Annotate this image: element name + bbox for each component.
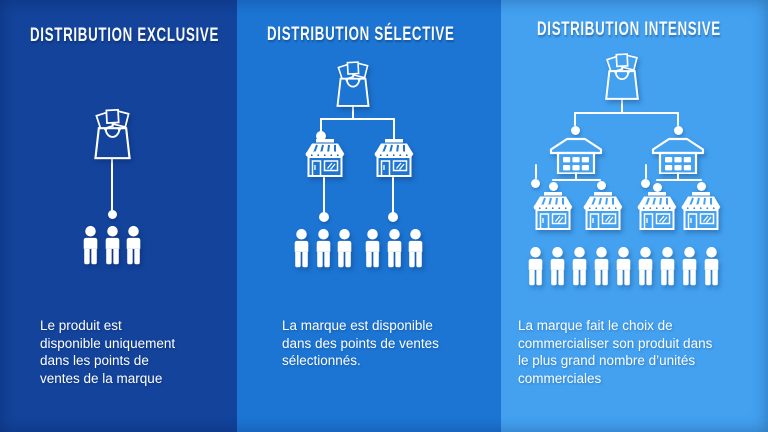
shopping-bag-icon (603, 53, 641, 100)
consumer-icon (615, 246, 632, 287)
connector-line (393, 118, 395, 140)
warehouse-icon (548, 136, 604, 174)
connector-line (392, 177, 394, 213)
consumer-icon (336, 228, 353, 269)
connection-node (548, 181, 558, 191)
connector-line (320, 118, 395, 120)
connection-node (319, 212, 329, 222)
store-icon (371, 139, 417, 177)
consumer-icon (549, 246, 566, 287)
consumer-icon (703, 246, 720, 287)
consumer-icon (364, 228, 381, 269)
connector-line (677, 112, 679, 126)
store-icon (678, 192, 724, 230)
connection-node (531, 178, 540, 188)
connector-line (323, 177, 325, 213)
connector-line (352, 104, 354, 120)
connection-node (316, 130, 326, 141)
store-icon (302, 139, 348, 177)
connection-node (570, 125, 580, 135)
connection-node (388, 212, 398, 222)
column-description: La marque fait le choix de commercialise… (518, 318, 713, 386)
consumers-row (82, 225, 142, 266)
column-title: DISTRIBUTION EXCLUSIVE (30, 25, 220, 46)
column-distribution-exclusive: DISTRIBUTION EXCLUSIVE Le produit est di… (0, 0, 237, 432)
consumer-icon (527, 246, 544, 287)
store-icon (580, 192, 626, 230)
consumer-icon (407, 228, 424, 269)
consumer-icon (293, 228, 310, 269)
store-icon (634, 192, 680, 230)
connector-line (574, 112, 576, 126)
connector-line (621, 98, 623, 114)
consumer-icon (125, 225, 142, 266)
consumers-row (293, 228, 353, 269)
shopping-bag-icon (93, 108, 132, 160)
column-description: La marque est disponible dans des points… (282, 318, 439, 368)
store-icon (530, 192, 576, 230)
column-distribution-selective: DISTRIBUTION SÉLECTIVE La marque est dis… (237, 0, 501, 432)
connection-node (107, 209, 117, 219)
consumer-icon (659, 246, 676, 287)
connector-line (320, 118, 322, 133)
consumers-row (527, 246, 720, 287)
connector-line (656, 179, 702, 181)
connector-line (111, 158, 113, 211)
consumer-icon (104, 225, 121, 266)
column-distribution-intensive: DISTRIBUTION INTENSIVE (501, 0, 768, 432)
connection-node (596, 180, 606, 190)
consumer-icon (637, 246, 654, 287)
consumer-icon (315, 228, 332, 269)
connection-node (652, 182, 662, 192)
connection-node (696, 181, 706, 191)
connector-line (677, 172, 679, 181)
connection-node (641, 178, 650, 188)
consumer-icon (681, 246, 698, 287)
column-title: DISTRIBUTION INTENSIVE (537, 19, 721, 40)
connector-line (575, 172, 577, 181)
consumer-icon (386, 228, 403, 269)
consumer-icon (82, 225, 99, 266)
warehouse-icon (650, 136, 706, 174)
connector-line (644, 164, 647, 179)
column-title: DISTRIBUTION SÉLECTIVE (267, 24, 455, 45)
column-description: Le produit est disponible uniquement dan… (40, 318, 176, 386)
consumers-row (364, 228, 424, 269)
shopping-bag-icon (334, 61, 372, 107)
connector-line (552, 179, 601, 181)
connector-line (534, 164, 537, 179)
consumer-icon (571, 246, 588, 287)
connector-line (574, 112, 679, 114)
connection-node (673, 125, 683, 135)
consumer-icon (593, 246, 610, 287)
